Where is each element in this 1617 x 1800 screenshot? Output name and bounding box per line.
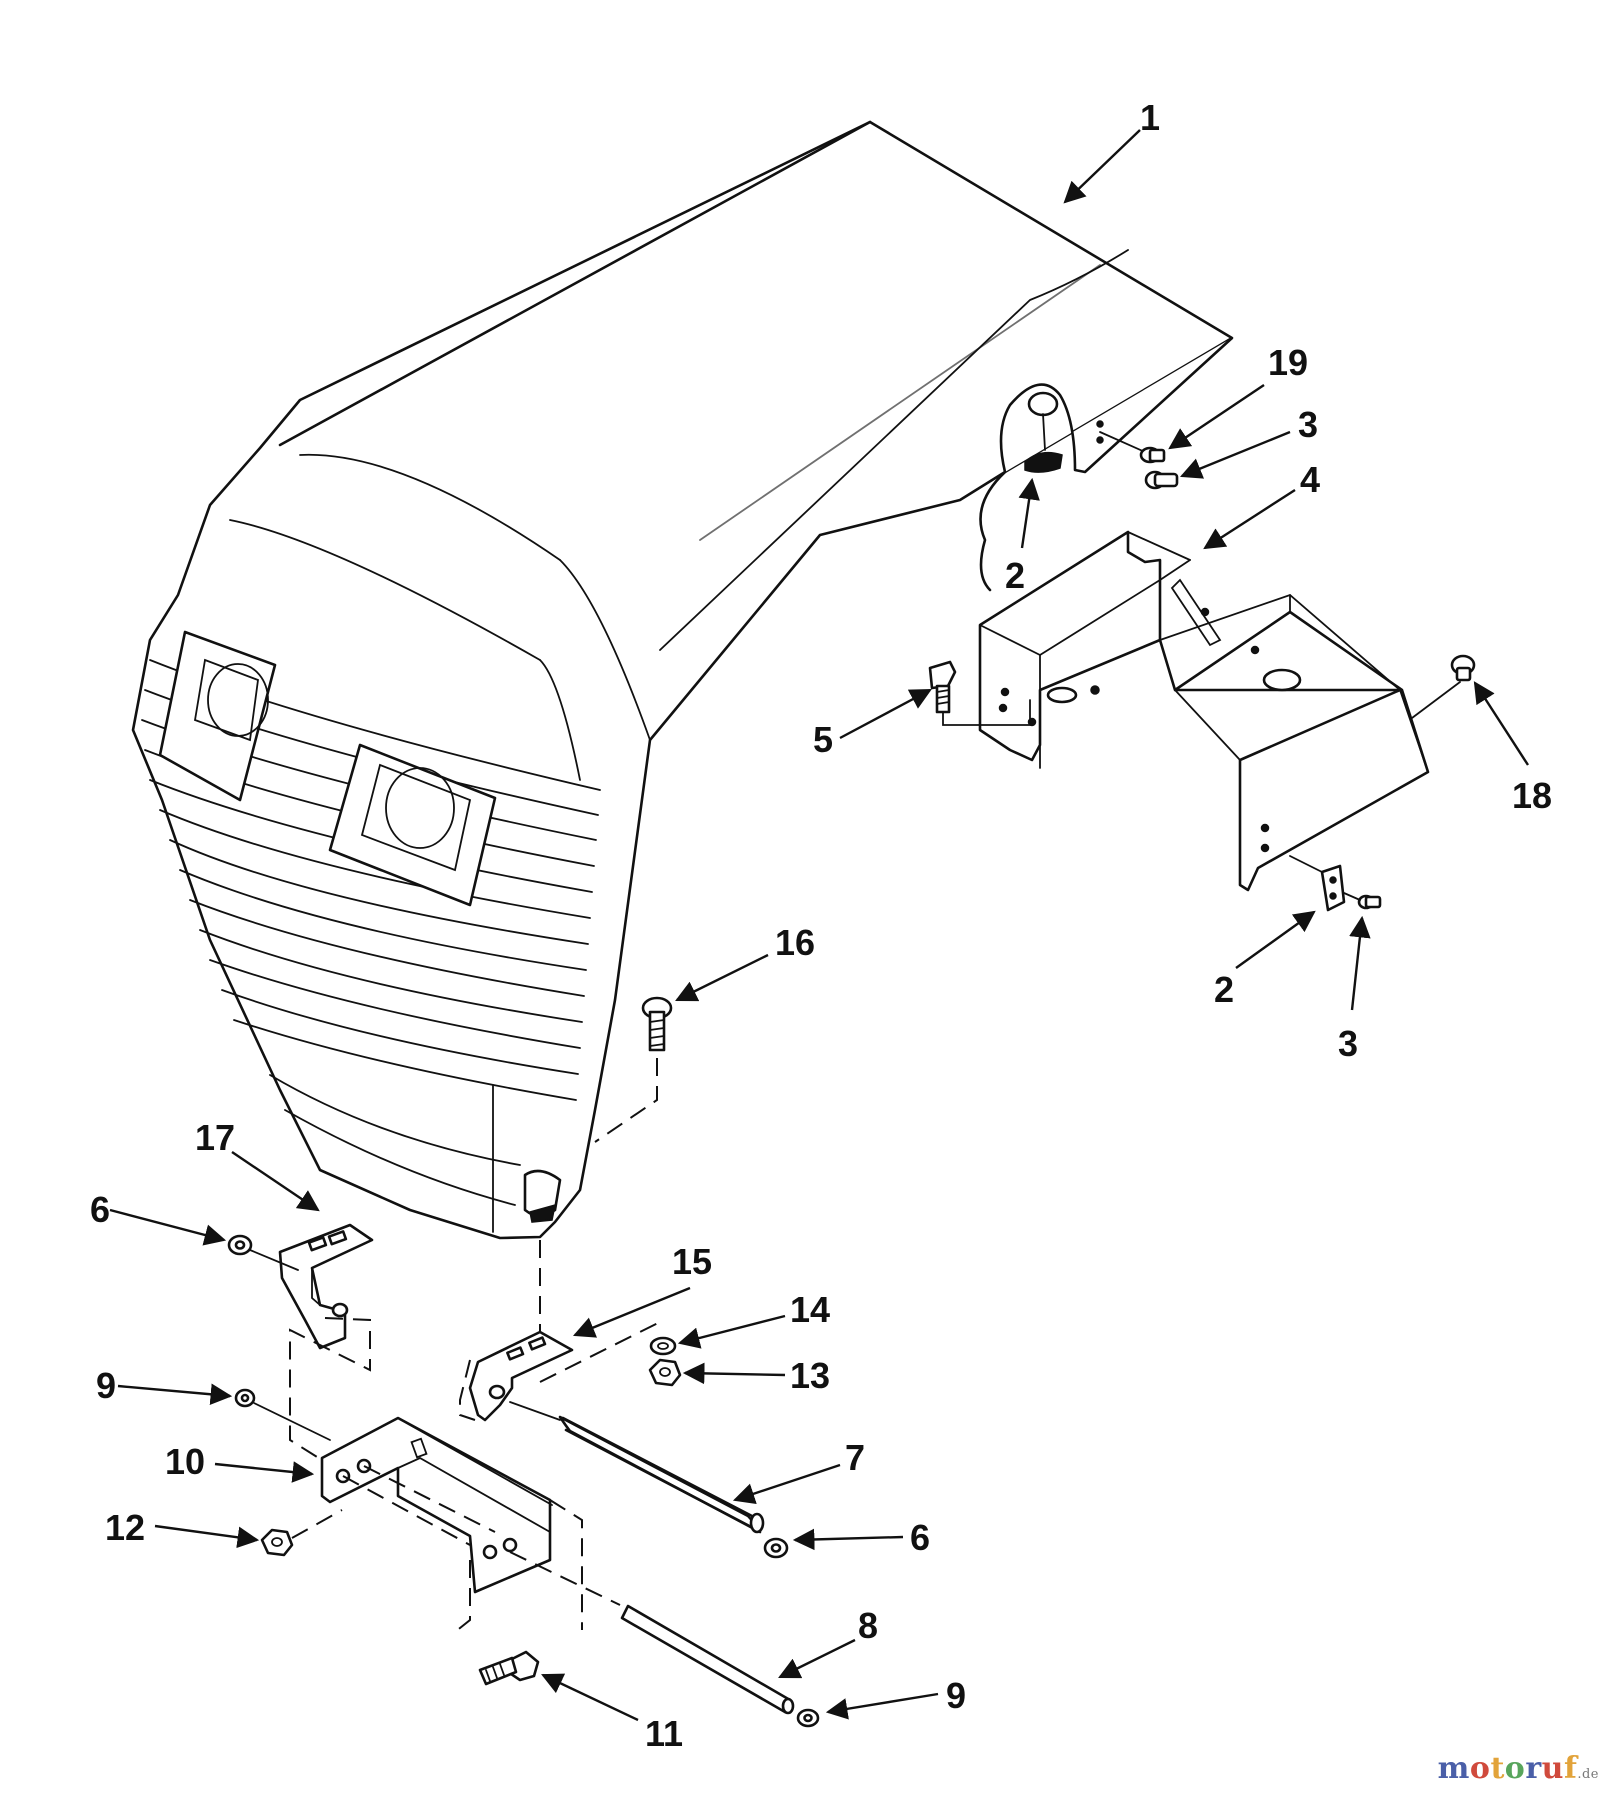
pin-3-upper [1144, 470, 1179, 490]
bolt-5 [928, 660, 1031, 726]
callout-15: 15 [672, 1241, 712, 1282]
callout-14: 14 [790, 1289, 830, 1330]
callout-9-right: 9 [946, 1675, 966, 1716]
rod-8 [509, 1551, 795, 1715]
callout-4: 4 [1300, 459, 1320, 500]
left-headlight [158, 630, 277, 802]
callout-3-upper: 3 [1298, 404, 1318, 445]
right-headlight [328, 743, 497, 907]
carriage-bolt-16 [594, 996, 673, 1143]
callout-2-lower: 2 [1214, 969, 1234, 1010]
hood-latch [1024, 391, 1104, 473]
callout-6-right: 6 [910, 1517, 930, 1558]
hood-bracket [978, 530, 1430, 892]
callout-11: 11 [645, 1713, 683, 1754]
bracket-15 [459, 1321, 661, 1422]
callout-2-upper: 2 [1005, 555, 1025, 596]
nut-13 [648, 1358, 682, 1387]
callout-7: 7 [845, 1437, 865, 1478]
callout-labels: 1 19 3 4 2 5 18 2 3 16 17 6 15 14 13 9 7… [90, 97, 1552, 1754]
watermark-logo: motoruf.de [1438, 1751, 1599, 1786]
callout-1: 1 [1140, 97, 1160, 138]
washer-6-left [227, 1234, 299, 1271]
watermark-suffix: .de [1577, 1767, 1599, 1782]
hood [131, 120, 1234, 1240]
washer-9-left [234, 1388, 331, 1441]
bracket-10 [320, 1416, 583, 1633]
callout-19: 19 [1268, 342, 1308, 383]
callout-5: 5 [813, 719, 833, 760]
callout-10: 10 [165, 1441, 205, 1482]
leader-lines [109, 129, 1530, 1722]
callout-16: 16 [775, 922, 815, 963]
watermark-text: motoruf [1437, 1751, 1578, 1786]
screw-19 [1099, 431, 1166, 464]
clip-2-lower [1289, 855, 1346, 912]
callout-6-left: 6 [90, 1189, 110, 1230]
bracket-17 [278, 1223, 374, 1463]
washer-9-right [796, 1708, 820, 1728]
callout-3-lower: 3 [1338, 1023, 1358, 1064]
bolt-11 [478, 1650, 540, 1686]
callout-13: 13 [790, 1355, 830, 1396]
pin-18 [1411, 654, 1476, 719]
pin-3-lower [1343, 892, 1382, 910]
callout-17: 17 [195, 1117, 235, 1158]
callout-18: 18 [1512, 775, 1552, 816]
rod-7 [509, 1401, 765, 1534]
nut-12 [260, 1509, 343, 1557]
washer-14 [649, 1336, 677, 1356]
washer-6-right [763, 1537, 789, 1559]
callout-8: 8 [858, 1605, 878, 1646]
callout-9-left: 9 [96, 1365, 116, 1406]
callout-12: 12 [105, 1507, 145, 1548]
